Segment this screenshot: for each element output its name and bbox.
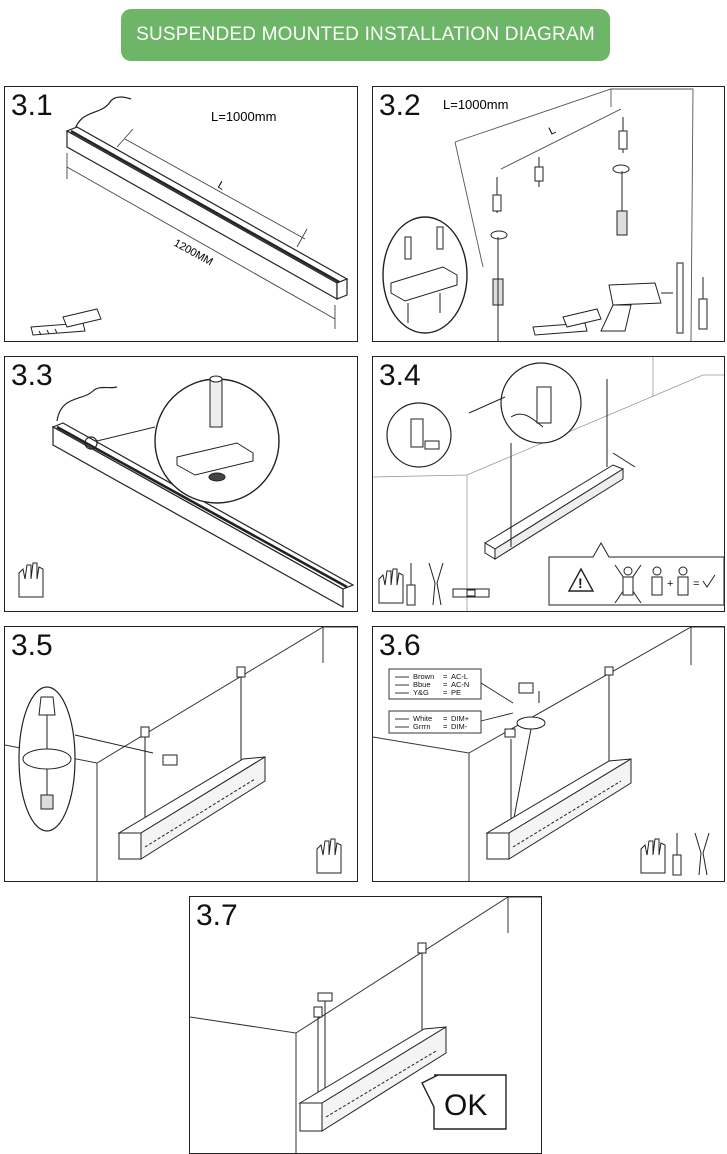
terminal-pe: PE bbox=[451, 688, 461, 697]
step-3-1-panel: 3.1 L 1200MM L=1000mm bbox=[4, 86, 358, 342]
wire-white: White bbox=[413, 714, 432, 723]
terminal-acn: AC-N bbox=[451, 680, 469, 689]
step-3-3-illustration bbox=[18, 375, 355, 609]
linear-fixture-body bbox=[117, 756, 266, 860]
step-3-3-panel: 3.3 bbox=[4, 356, 358, 612]
dimension-total bbox=[66, 153, 336, 329]
linear-fixture-body bbox=[65, 126, 349, 301]
drill-icon bbox=[600, 282, 673, 332]
glove-icon bbox=[378, 568, 404, 604]
screwdriver-icon bbox=[676, 262, 708, 334]
linear-fixture-body bbox=[484, 379, 636, 560]
step-number: 3.3 bbox=[11, 359, 53, 392]
room-outline bbox=[190, 897, 541, 1153]
suspension-wires bbox=[140, 666, 246, 823]
glove-icon bbox=[640, 838, 666, 874]
ceiling-outline bbox=[454, 88, 694, 341]
suspension-wires bbox=[313, 942, 427, 1093]
step-number: 3.1 bbox=[11, 89, 53, 122]
screwdriver-icon bbox=[406, 563, 416, 606]
terminal-dimminus: DIM- bbox=[451, 722, 468, 731]
suspension-wires bbox=[510, 666, 614, 827]
linear-fixture-body bbox=[485, 758, 632, 860]
glove-icon bbox=[18, 562, 44, 598]
step-3-4-panel: 3.4 ! bbox=[372, 356, 725, 612]
ceiling-canopy bbox=[504, 682, 546, 738]
ruler-icon bbox=[532, 308, 602, 336]
leader-line bbox=[96, 426, 156, 442]
step-3-7-illustration: OK bbox=[190, 897, 541, 1153]
step-number: 3.5 bbox=[11, 629, 53, 662]
svg-text:=: = bbox=[443, 680, 448, 689]
room-outline bbox=[373, 627, 724, 881]
ceiling-anchors bbox=[490, 117, 630, 341]
step-3-6-illustration: Brown = AC-L Bbue = AC-N Y&G = PE White … bbox=[373, 627, 724, 881]
step-3-1-illustration: L 1200MM L=1000mm bbox=[30, 96, 349, 336]
wiring-table-dim bbox=[388, 710, 482, 734]
wire-green: Grrrn bbox=[413, 722, 431, 731]
svg-text:+: + bbox=[667, 578, 673, 590]
step-number: 3.2 bbox=[379, 89, 421, 122]
dimension-L bbox=[500, 108, 622, 170]
warning-callout: ! + = bbox=[548, 541, 724, 606]
linear-fixture-body bbox=[298, 1026, 447, 1132]
step-3-4-illustration: ! + = bbox=[373, 357, 724, 611]
wiring-labels: Brown = AC-L Bbue = AC-N Y&G = PE White … bbox=[413, 672, 470, 731]
wire-yg: Y&G bbox=[413, 688, 429, 697]
dimension-L-label: L bbox=[547, 124, 558, 137]
mount-point-marker bbox=[84, 436, 98, 450]
length-label: L=1000mm bbox=[211, 109, 276, 124]
svg-text:=: = bbox=[443, 722, 448, 731]
wiring-table-power bbox=[388, 668, 482, 700]
ruler-icon bbox=[30, 308, 102, 336]
length-label: L=1000mm bbox=[443, 97, 508, 112]
wire-blue: Bbue bbox=[413, 680, 431, 689]
power-cable bbox=[72, 96, 132, 136]
step-number: 3.6 bbox=[379, 629, 421, 662]
dimension-L-label: L bbox=[216, 179, 227, 192]
step-3-5-illustration bbox=[5, 627, 357, 881]
svg-text:=: = bbox=[443, 714, 448, 723]
step-3-2-illustration: L L=1000mm bbox=[382, 88, 708, 341]
step-number: 3.7 bbox=[196, 899, 238, 932]
warning-icon bbox=[567, 567, 595, 592]
wire-brown: Brown bbox=[413, 672, 434, 681]
step-3-6-panel: 3.6 Brown = AC-L Bbue = AC-N Y&G = PE Wh… bbox=[372, 626, 725, 882]
svg-text:=: = bbox=[443, 672, 448, 681]
terminal-acl: AC-L bbox=[451, 672, 468, 681]
ok-label: OK bbox=[444, 1089, 487, 1122]
linear-fixture-body bbox=[51, 422, 355, 609]
level-icon bbox=[452, 588, 490, 598]
pliers-icon bbox=[428, 562, 444, 606]
pliers-icon bbox=[694, 832, 710, 876]
mounting-clip bbox=[176, 375, 254, 482]
step-3-5-panel: 3.5 bbox=[4, 626, 358, 882]
terminal-dimplus: DIM+ bbox=[451, 714, 470, 723]
diagram-title-banner: SUSPENDED MOUNTED INSTALLATION DIAGRAM bbox=[121, 9, 610, 61]
screwdriver-icon bbox=[672, 833, 682, 876]
svg-text:=: = bbox=[443, 688, 448, 697]
dimension-total-label: 1200MM bbox=[172, 237, 215, 268]
step-3-2-panel: 3.2 L L=1000mm bbox=[372, 86, 725, 342]
svg-text:!: ! bbox=[578, 575, 583, 591]
step-3-7-panel: 3.7 OK bbox=[189, 896, 542, 1154]
ok-callout bbox=[421, 1074, 507, 1130]
room-outline bbox=[373, 357, 724, 611]
mounting-bracket bbox=[390, 226, 458, 323]
glove-icon bbox=[316, 838, 342, 874]
svg-text:=: = bbox=[693, 578, 699, 590]
dimension-L bbox=[116, 128, 308, 248]
step-number: 3.4 bbox=[379, 359, 421, 392]
power-cable bbox=[56, 386, 118, 422]
diagram-title: SUSPENDED MOUNTED INSTALLATION DIAGRAM bbox=[136, 24, 595, 45]
